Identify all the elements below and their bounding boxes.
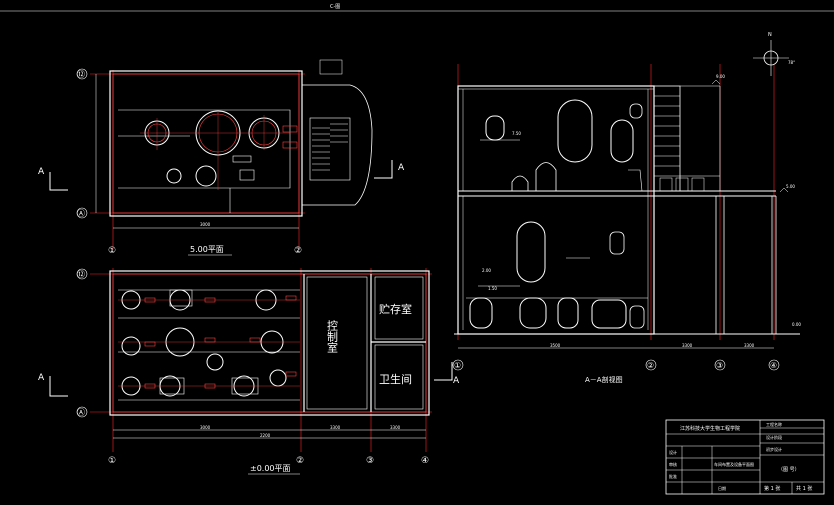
room-toilet: 卫生间 (379, 372, 412, 386)
dimension: 3300 (330, 425, 341, 430)
vessel-icon (485, 115, 505, 141)
vessel-icon (610, 119, 634, 163)
dimension: 3300 (682, 343, 693, 348)
school-name: 江苏科技大学生物工程学院 (680, 425, 740, 432)
sheet-number: 第 1 张 (764, 485, 780, 492)
axis-label: ② (296, 456, 304, 466)
elevation: 1.50 (488, 286, 497, 291)
room-control: 控制室 (326, 319, 339, 353)
section-mark: A (38, 373, 45, 383)
axis-label: ④ (770, 361, 777, 370)
room-storage: 贮存室 (379, 302, 412, 316)
axis-label: ④ (421, 456, 429, 466)
section-title: A－A剖视图 (585, 375, 623, 384)
dimension: 2200 (260, 433, 271, 438)
axis-label: ① (454, 361, 461, 370)
row-check: 审核 (669, 461, 677, 467)
axis-label: ② (294, 246, 302, 256)
section-view: ① ② ③ ④ 3500 3300 3300 9.00 5.00 0.00 7.… (452, 32, 801, 384)
section-mark: A (38, 167, 45, 177)
tank-icon (195, 165, 217, 187)
elevation: 7.50 (512, 131, 521, 136)
elevation: 5.00 (786, 184, 795, 189)
plan-upper: ⑫ Ⓐ ① ② 3000 5.00平面 A A (38, 59, 405, 256)
tank-icon (121, 336, 141, 356)
axis-label: Ⓐ (77, 408, 85, 417)
vessel-icon (591, 299, 627, 329)
dimension: 3000 (200, 222, 211, 227)
tank-icon (269, 369, 287, 387)
vessel-icon (469, 297, 493, 329)
axis-label: ① (108, 246, 116, 256)
dimension: 3300 (390, 425, 401, 430)
axis-label: ⑫ (77, 70, 85, 79)
vessel-icon (516, 221, 546, 283)
elevation: 2.00 (482, 268, 491, 273)
axis-label: ② (647, 361, 654, 370)
vessel-icon (519, 297, 547, 329)
vessel-icon (609, 231, 625, 255)
dimension: 3000 (200, 425, 211, 430)
vessel-icon (629, 305, 645, 329)
axis-label: ⑫ (77, 270, 85, 279)
dimension: 3300 (744, 343, 755, 348)
north-label: N (768, 32, 772, 38)
plan-lower: 控制室 贮存室 卫生间 ⑫ Ⓐ ① ② ③ ④ 3000 3300 3300 2… (38, 268, 460, 475)
row-designer: 设计 (669, 449, 677, 455)
dimension: 3500 (550, 343, 561, 348)
north-angle: 78° (788, 60, 795, 65)
vessel-icon (557, 297, 579, 329)
project-label: 工程名称 (766, 421, 782, 427)
section-mark: A (398, 163, 405, 173)
plan-title: 5.00平面 (190, 245, 224, 254)
elevation: 9.00 (716, 74, 725, 79)
date-label: 日期 (718, 485, 726, 491)
plan-title: ±0.00平面 (250, 464, 291, 473)
tank-icon (166, 168, 182, 184)
axis-label: ③ (716, 361, 723, 370)
axis-label: ① (108, 456, 116, 466)
vessel-icon (557, 99, 593, 163)
title-block: 江苏科技大学生物工程学院 工程名称 设计阶段 初步设计 设计 审核 批准 车间布… (665, 419, 825, 495)
row-approve: 批准 (669, 473, 677, 479)
drawing-title: 车间布置及设备平面图 (714, 461, 754, 467)
vessel-icon (629, 103, 643, 119)
stage-label: 设计阶段 (766, 434, 782, 440)
design-stage: 初步设计 (766, 446, 782, 452)
top-label: C-图 (330, 4, 340, 10)
axis-label: ③ (366, 456, 374, 466)
drawing-number: （图 号） (778, 467, 800, 473)
axis-label: Ⓐ (77, 209, 85, 218)
elevation: 0.00 (792, 322, 801, 327)
section-mark: A (453, 376, 460, 386)
sheet-total: 共 1 张 (796, 485, 812, 492)
tank-icon (206, 353, 224, 371)
